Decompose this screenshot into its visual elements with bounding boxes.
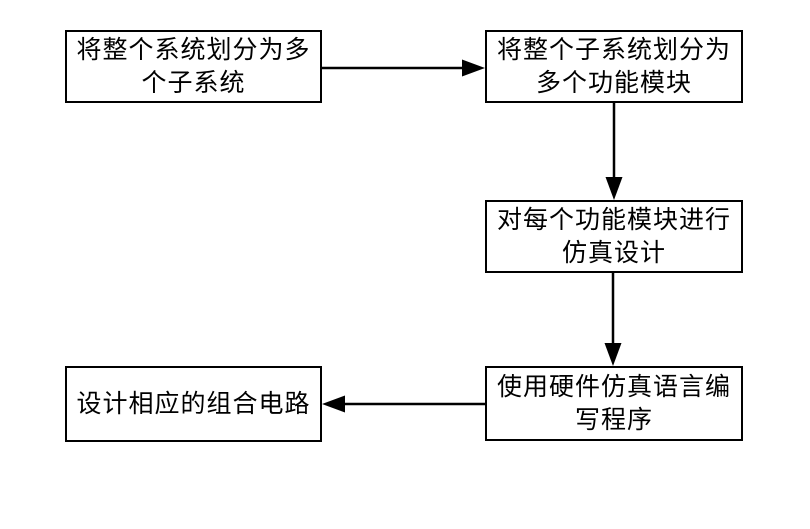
arrow-step4-to-step5: [322, 395, 485, 413]
arrow-step3-to-step4: [604, 273, 622, 366]
flow-node-label: 将整个系统划分为多 个子系统: [76, 36, 311, 97]
flow-node-divide-system: 将整个系统划分为多 个子系统: [65, 30, 322, 103]
flow-node-write-program: 使用硬件仿真语言编 写程序: [485, 366, 743, 441]
arrow-step2-to-step3: [605, 103, 623, 200]
arrow-step1-to-step2: [322, 59, 485, 77]
flow-node-label: 将整个子系统划分为 多个功能模块: [496, 36, 731, 97]
flow-node-divide-subsystem: 将整个子系统划分为 多个功能模块: [485, 30, 743, 103]
flow-node-design-circuit: 设计相应的组合电路: [65, 366, 322, 442]
flow-node-label: 设计相应的组合电路: [76, 390, 311, 418]
flow-node-simulation-design: 对每个功能模块进行 仿真设计: [485, 200, 743, 273]
flow-node-label: 使用硬件仿真语言编 写程序: [496, 373, 731, 434]
flow-node-label: 对每个功能模块进行 仿真设计: [496, 206, 731, 267]
